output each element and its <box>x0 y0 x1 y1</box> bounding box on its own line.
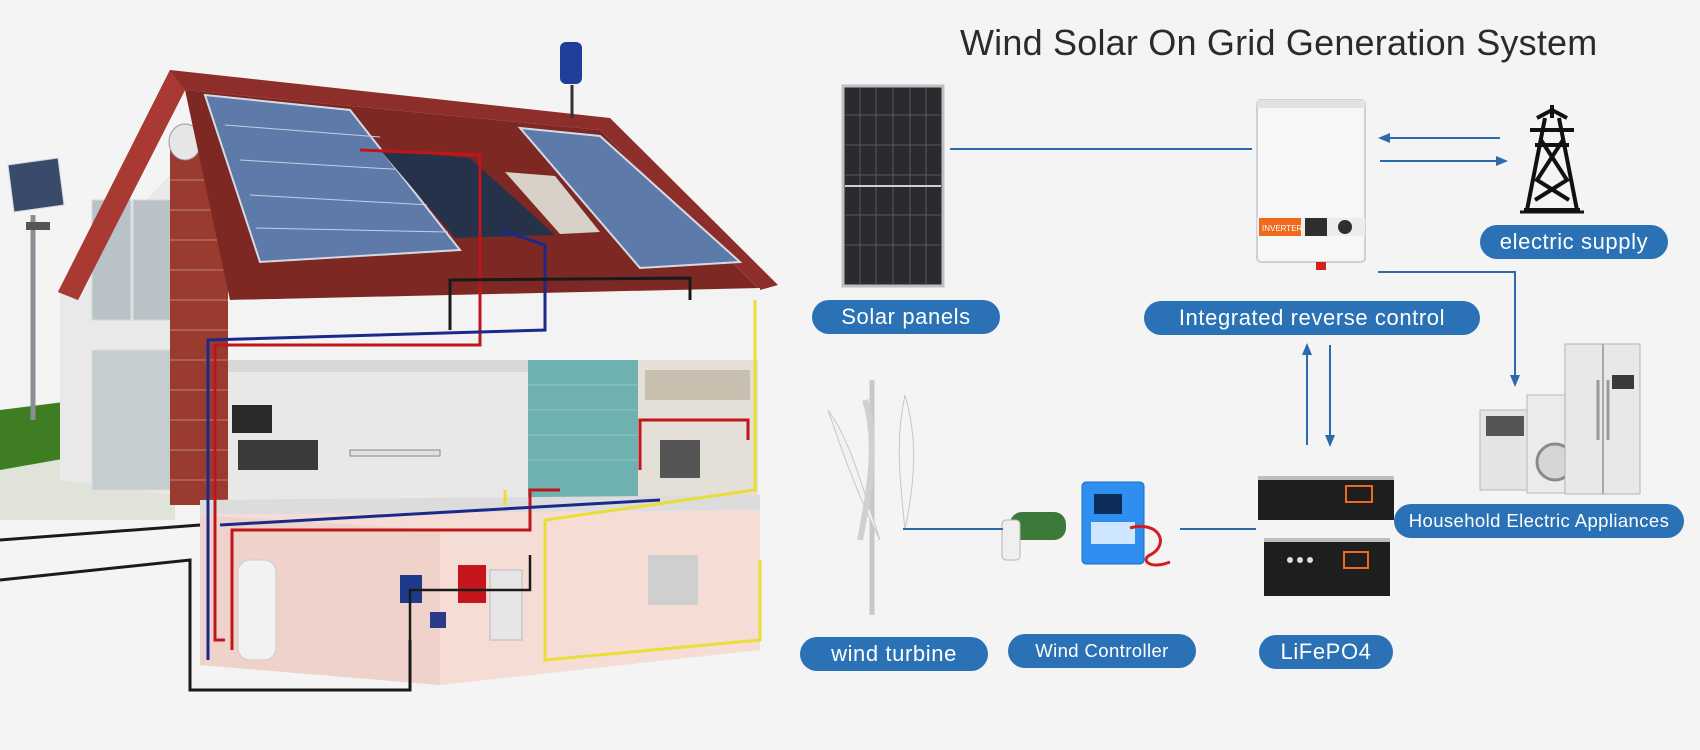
solar-panel-image <box>841 84 945 288</box>
roof <box>58 70 778 300</box>
antenna-wind-turbine <box>560 42 582 118</box>
connector-lines <box>903 133 1520 530</box>
solar-panels-label: Solar panels <box>812 300 1000 334</box>
wind-controller-image <box>1001 481 1171 567</box>
inverter-brand-label: INVERTER <box>1262 224 1303 233</box>
integrated-reverse-control-label: Integrated reverse control <box>1144 301 1480 335</box>
household-appliances-label: Household Electric Appliances <box>1394 504 1684 538</box>
lifepo4-battery-image <box>1258 476 1394 596</box>
street-lamp-solar <box>7 157 65 420</box>
vertical-wind-turbine-image <box>827 380 915 615</box>
inverter-to-appliances-arrow <box>1378 271 1520 387</box>
electric-supply-label: electric supply <box>1480 225 1668 259</box>
house-cutaway-illustration <box>0 42 778 692</box>
lifepo4-label: LiFePO4 <box>1259 635 1393 669</box>
household-appliances-image <box>1479 343 1641 495</box>
diagram-title: Wind Solar On Grid Generation System <box>960 22 1598 63</box>
wind-controller-label: Wind Controller <box>1008 634 1196 668</box>
inverter-image: INVERTER <box>1256 99 1366 270</box>
transmission-tower-icon <box>1520 105 1584 214</box>
roof-solar-panels <box>203 93 743 270</box>
wind-turbine-label: wind turbine <box>800 637 988 671</box>
